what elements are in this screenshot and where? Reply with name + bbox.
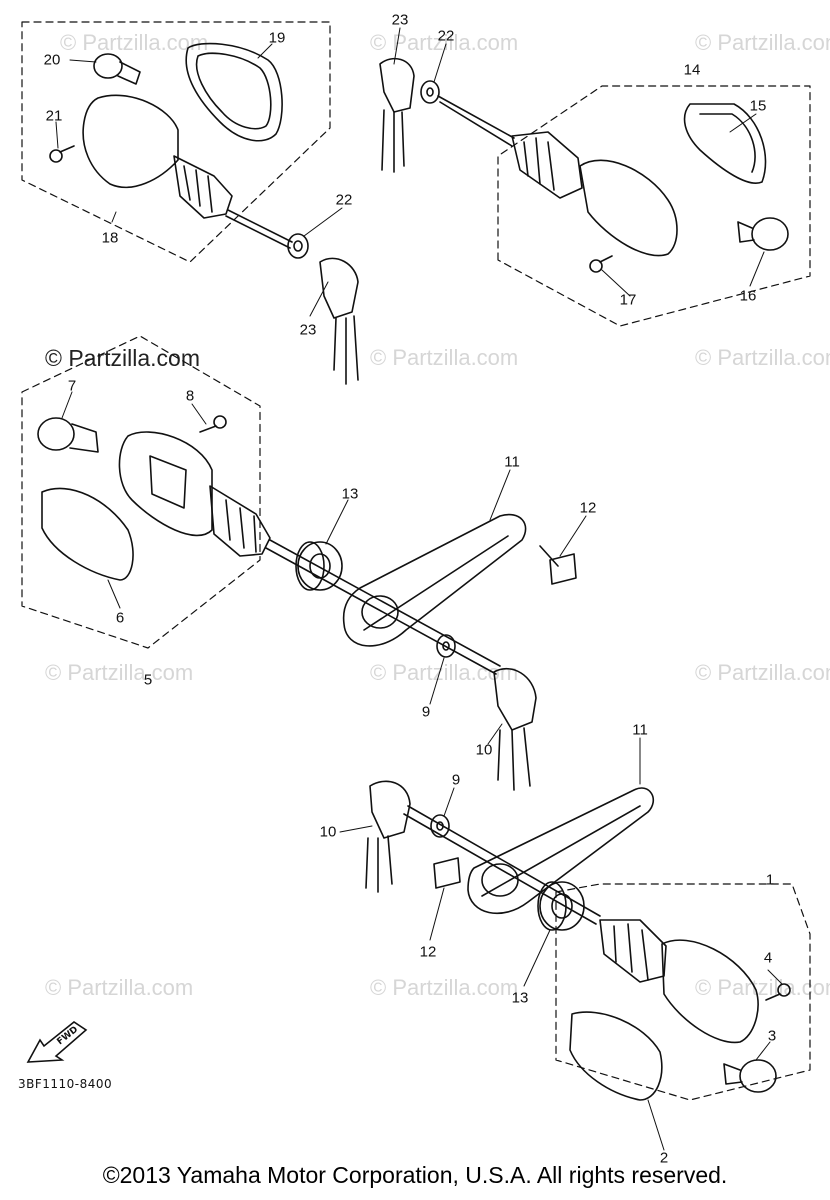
grommet-22-left <box>287 233 309 259</box>
callout-19: 19 <box>268 29 286 47</box>
callout-7: 7 <box>67 377 77 395</box>
connector-23-right <box>379 57 415 173</box>
screw-8 <box>199 415 227 433</box>
callout-4: 4 <box>763 949 773 967</box>
callout-23: 23 <box>391 11 409 29</box>
callout-11: 11 <box>504 453 520 471</box>
callout-3: 3 <box>767 1027 777 1045</box>
callout-18: 18 <box>101 229 119 247</box>
lens-2 <box>569 1011 663 1101</box>
callout-13: 13 <box>341 485 359 503</box>
fwd-arrow-icon <box>26 1021 88 1063</box>
callout-15: 15 <box>749 97 767 115</box>
grommet-9-lower <box>430 814 450 838</box>
watermark: © Partzilla.com <box>695 30 830 55</box>
watermark: © Partzilla.com <box>45 345 200 371</box>
callout-13: 13 <box>511 989 529 1007</box>
watermark: © Partzilla.com <box>370 975 519 1000</box>
connector-23-left <box>319 257 359 385</box>
stay-11-lower <box>467 787 654 915</box>
callout-22: 22 <box>335 191 353 209</box>
connector-10-lower <box>365 780 411 893</box>
leader-lines <box>55 27 783 1151</box>
screw-21 <box>49 145 75 163</box>
callout-14: 14 <box>683 61 701 79</box>
callout-11: 11 <box>632 721 648 739</box>
lens-15 <box>683 103 767 184</box>
nut-12-upper <box>539 545 577 585</box>
callout-10: 10 <box>475 741 493 759</box>
callout-20: 20 <box>43 51 61 69</box>
callout-21: 21 <box>45 107 63 125</box>
grommet-9-upper <box>436 634 456 658</box>
callout-8: 8 <box>185 387 195 405</box>
signal-housing-1 <box>599 919 759 1044</box>
screw-17 <box>589 255 613 273</box>
callout-6: 6 <box>115 609 125 627</box>
watermark: © Partzilla.com <box>45 975 194 1000</box>
callout-12: 12 <box>579 499 597 517</box>
assembly-boundary-14 <box>497 85 811 327</box>
callout-17: 17 <box>619 291 637 309</box>
assembly-boundary-1 <box>555 883 811 1101</box>
bulb-20 <box>93 53 141 85</box>
grommet-13-upper <box>295 541 343 591</box>
callout-12: 12 <box>419 943 437 961</box>
callout-5: 5 <box>143 671 153 689</box>
stay-11-upper <box>342 513 527 647</box>
lens-19 <box>185 42 283 142</box>
assembly-boundary-5 <box>21 335 261 649</box>
watermark: © Partzilla.com <box>695 975 830 1000</box>
signal-housing-14 <box>511 131 678 257</box>
watermark: © Partzilla.com <box>695 660 830 685</box>
copyright-notice: ©2013 Yamaha Motor Corporation, U.S.A. A… <box>102 1162 728 1188</box>
bulb-3 <box>723 1059 777 1093</box>
bulb-16 <box>737 217 789 251</box>
assembly-boundary-18 <box>21 21 331 263</box>
callout-10: 10 <box>319 823 337 841</box>
lens-6 <box>41 487 134 581</box>
grommet-13-lower <box>537 881 585 931</box>
watermark: © Partzilla.com <box>45 660 194 685</box>
callout-22: 22 <box>437 27 455 45</box>
signal-housing-18 <box>82 94 293 249</box>
watermark: © Partzilla.com <box>695 345 830 370</box>
callout-9: 9 <box>421 703 431 721</box>
watermark: © Partzilla.com <box>60 30 209 55</box>
callout-1: 1 <box>765 871 775 889</box>
part-code: 3BF1110-8400 <box>18 1077 113 1091</box>
callout-16: 16 <box>739 287 757 305</box>
connector-10-upper <box>493 667 537 791</box>
watermark: © Partzilla.com <box>370 345 519 370</box>
nut-12-lower <box>433 857 461 889</box>
callout-23: 23 <box>299 321 317 339</box>
grommet-22-right <box>420 80 440 104</box>
callout-9: 9 <box>451 771 461 789</box>
signal-housing-5 <box>118 431 271 557</box>
callout-2: 2 <box>659 1149 669 1167</box>
bulb-7 <box>37 417 99 453</box>
screw-4 <box>765 983 791 1001</box>
